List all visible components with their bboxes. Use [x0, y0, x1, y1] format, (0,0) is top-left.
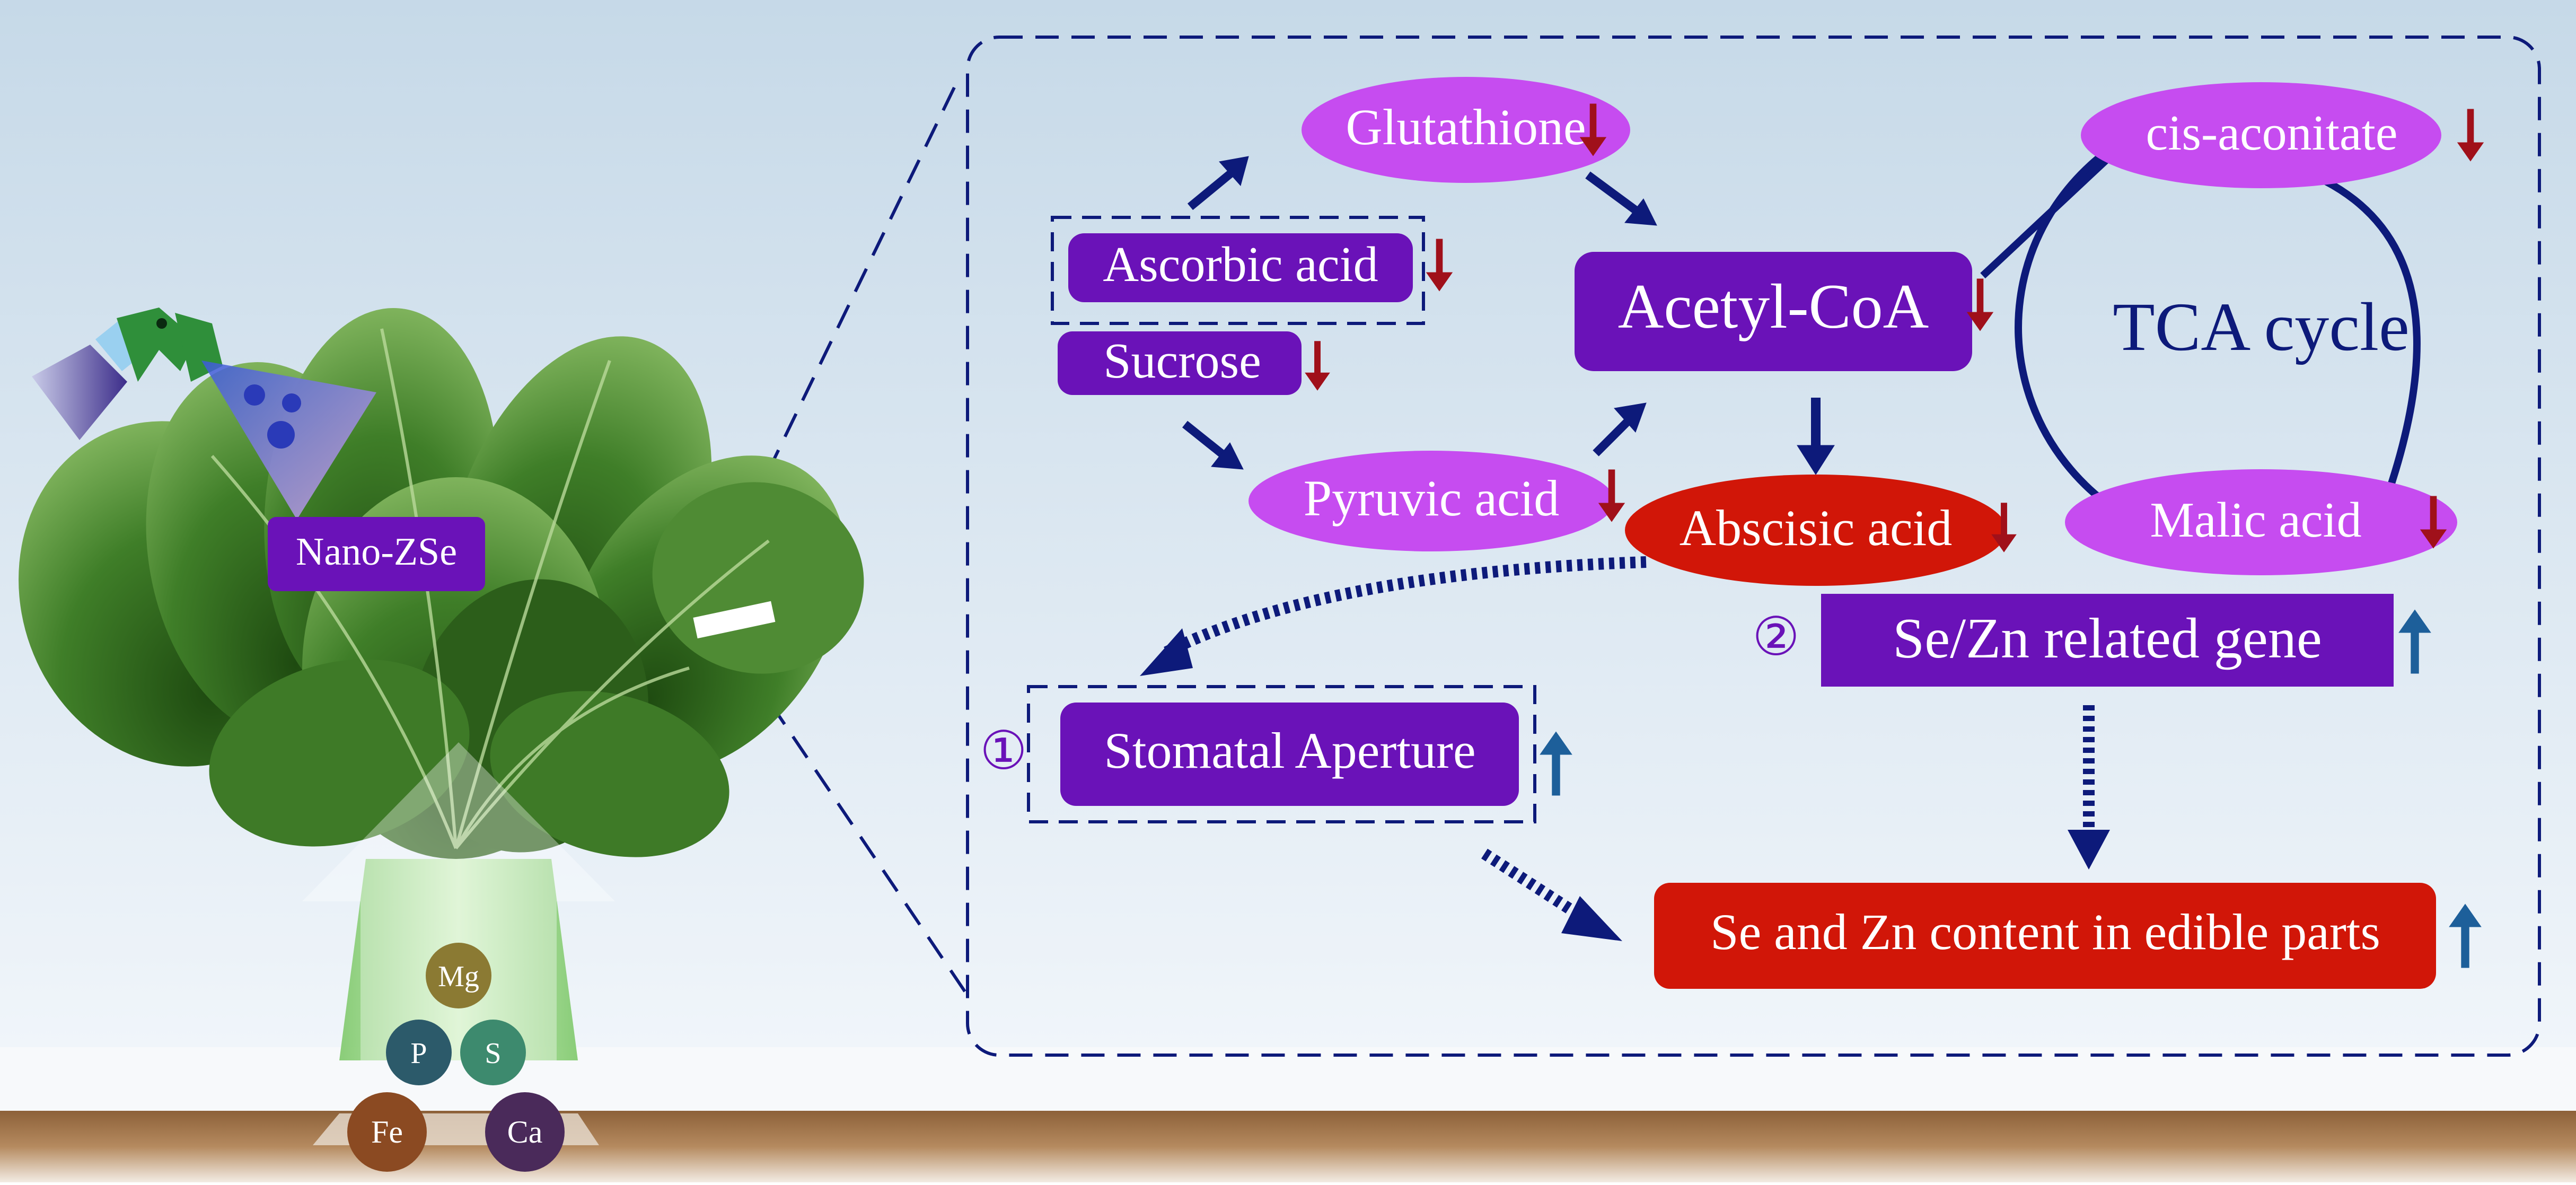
sprayer: [32, 308, 376, 520]
nutrient-p-label: P: [410, 1037, 427, 1070]
cis-aconitate-down-arrow-icon: [2457, 109, 2484, 162]
stomatal-aperture-up-arrow-icon: [1540, 731, 1572, 796]
gene-to-content-arrowhead: [2068, 830, 2110, 870]
nutrient-ca-label: Ca: [507, 1114, 543, 1149]
ascorbic-acid-down-arrow-icon: [1426, 239, 1453, 292]
arrows: [1182, 156, 1835, 475]
sprayer-body: [117, 308, 196, 382]
pyruvic-acid-node: [1249, 451, 1614, 551]
ascorbic-acid-dashed-box: [1051, 216, 1425, 325]
nutrient-mg-circle: [426, 943, 491, 1008]
se-zn-gene-label: Se/Zn related gene: [1893, 607, 2322, 670]
stomatal-to-content-arrow: [1481, 848, 1586, 923]
plant-tag: [693, 601, 776, 639]
spray-droplet: [282, 393, 301, 412]
nano-zse-box: [268, 517, 485, 591]
se-zn-gene-node: [1821, 594, 2394, 687]
sucrose-label: Sucrose: [1103, 333, 1261, 389]
nutrient-s-circle: [460, 1020, 526, 1085]
se-zn-gene-up-arrow-icon: [2398, 609, 2431, 674]
stomatal-to-content-arrowhead: [1561, 896, 1622, 941]
nutrient-s-label: S: [485, 1037, 501, 1070]
nutrient-ca-circle: [485, 1092, 565, 1172]
tca-cycle-label: TCA cycle: [2113, 289, 2410, 365]
abscisic-acid-down-arrow-icon: [1991, 503, 2017, 552]
glutathione-label: Glutathione: [1346, 99, 1586, 155]
marker-2: ②: [1752, 608, 1800, 666]
spray-droplet: [267, 421, 295, 449]
se-zn-content-label: Se and Zn content in edible parts: [1710, 903, 2380, 960]
nutrient-fe-label: Fe: [371, 1114, 403, 1149]
ascorbic-acid-label: Ascorbic acid: [1103, 237, 1378, 292]
se-zn-content-up-arrow-icon: [2449, 903, 2482, 968]
nutrient-uptake-arrow: [302, 742, 615, 1060]
acetyl-to-tca-link: [1980, 156, 2110, 279]
leaf: [490, 691, 729, 857]
nano-zse-label: Nano-ZSe: [296, 530, 457, 574]
malic-acid-node: [2065, 469, 2457, 575]
sucrose-node: [1058, 331, 1302, 395]
abscisic-to-stomatal-arrowhead: [1140, 628, 1193, 676]
malic-acid-label: Malic acid: [2150, 493, 2361, 548]
nutrient-group: Mg P S Fe Ca: [347, 943, 565, 1172]
marker-1: ①: [980, 722, 1027, 780]
se-zn-content-node: [1654, 883, 2436, 989]
nutrient-mg-label: Mg: [438, 960, 479, 993]
cis-aconitate-label: cis-aconitate: [2146, 106, 2398, 161]
acetyl-coa-label: Acetyl-CoA: [1618, 271, 1929, 341]
nutrient-p-circle: [386, 1020, 452, 1085]
stomatal-aperture-label: Stomatal Aperture: [1104, 722, 1475, 779]
detail-panel-frame: [966, 36, 2541, 1057]
glutathione-node: [1302, 77, 1630, 183]
zoom-line-top: [741, 86, 956, 526]
ascorbic-acid-node: [1068, 233, 1413, 302]
nutrient-fe-circle: [347, 1092, 427, 1172]
pyruvic-acid-label: Pyruvic acid: [1304, 470, 1560, 526]
acetyl-coa-node: [1575, 252, 1972, 371]
stomatal-aperture-node: [1060, 703, 1519, 806]
spray-droplet: [244, 384, 265, 406]
sprayer-nozzle: [32, 345, 127, 440]
malic-acid-down-arrow-icon: [2420, 496, 2447, 549]
abscisic-acid-label: Abscisic acid: [1680, 499, 1953, 556]
dotted-arrows: [1140, 556, 2110, 941]
abscisic-acid-node: [1625, 475, 2007, 586]
abscisic-to-stomatal-arrow: [1164, 556, 1647, 657]
sprayer-eye: [156, 318, 167, 329]
pyruvic-acid-down-arrow-icon: [1598, 469, 1625, 522]
trend-arrows: [1305, 103, 2484, 968]
cis-aconitate-node: [2081, 82, 2441, 188]
acetyl-coa-down-arrow-icon: [1966, 278, 1994, 331]
glutathione-down-arrow-icon: [1579, 103, 1607, 156]
leaf: [209, 659, 470, 847]
stomatal-aperture-dashed-box: [1027, 685, 1536, 823]
sucrose-down-arrow-icon: [1305, 341, 1330, 391]
